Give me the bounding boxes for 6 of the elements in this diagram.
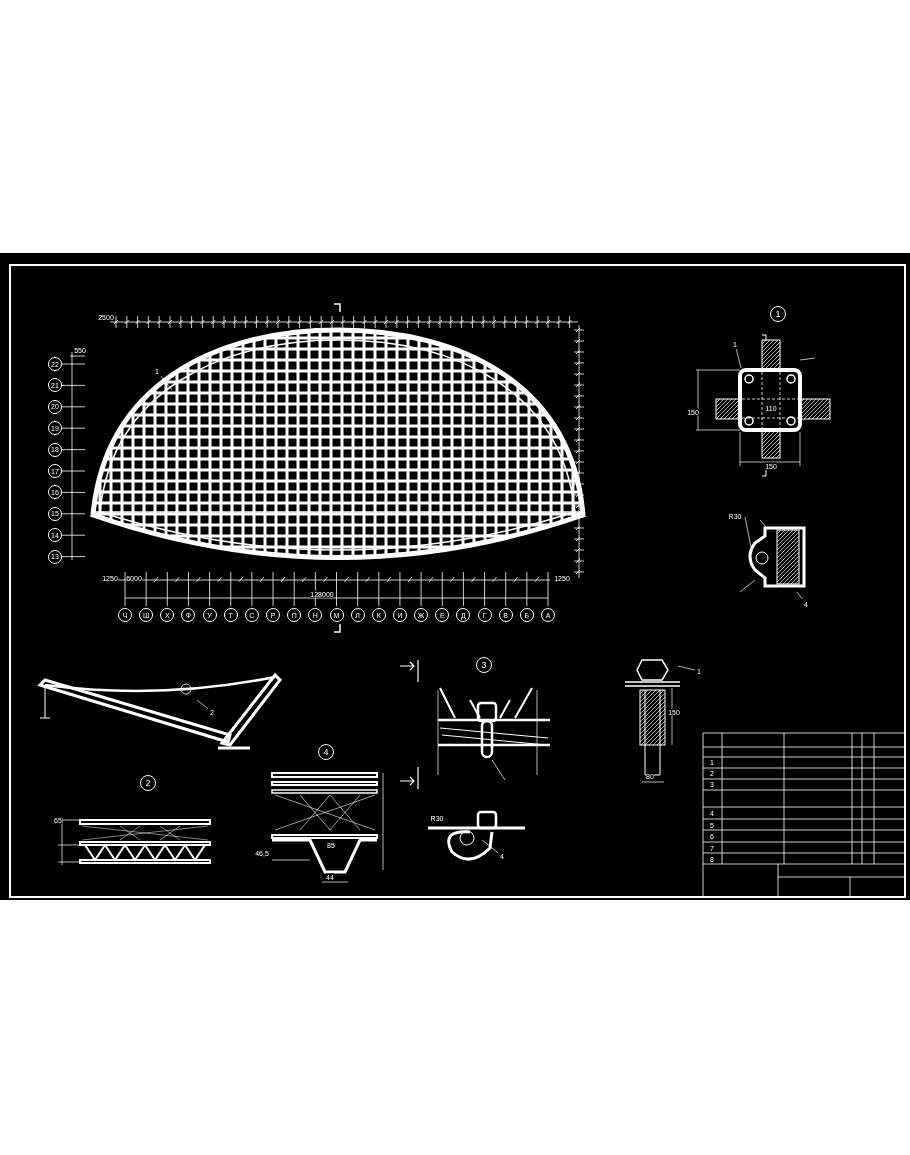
leader-line <box>735 348 742 369</box>
leader-line <box>160 375 173 391</box>
leader-line <box>677 665 696 671</box>
leader-line <box>196 699 209 710</box>
leader-line <box>796 591 803 600</box>
leader-line <box>481 839 499 854</box>
